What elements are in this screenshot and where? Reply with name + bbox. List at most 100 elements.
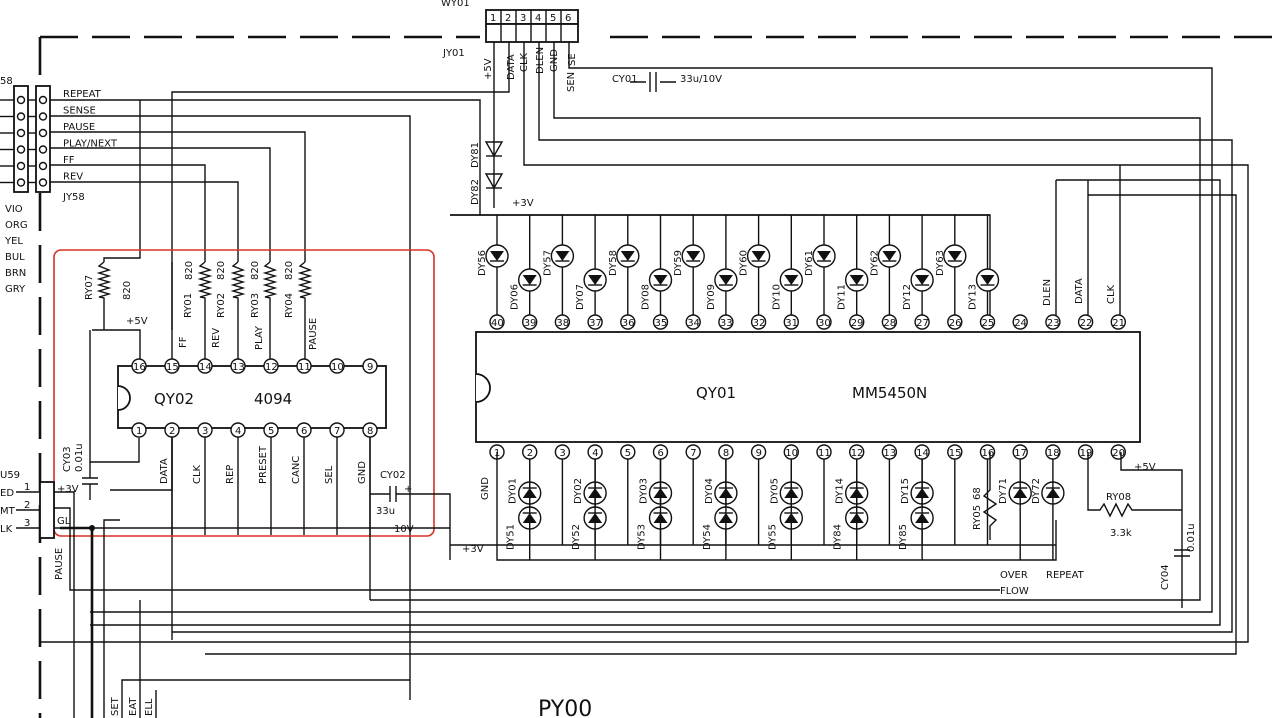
qy02-pin-number: 9 — [367, 362, 373, 373]
jy58-pin[interactable] — [16, 161, 26, 171]
qy02-signal-label: REP — [225, 465, 236, 484]
cy02-plus: + — [404, 484, 412, 495]
qy01-pin-number: 21 — [1112, 318, 1125, 329]
led-diode-icon — [943, 244, 967, 268]
led-diode-icon — [616, 244, 640, 268]
svg-text:GL: GL — [57, 516, 71, 527]
qy01-pin-number: 5 — [625, 448, 631, 459]
qy02-pin-number: 11 — [298, 362, 311, 373]
jy58-pin[interactable] — [38, 145, 48, 154]
svg-text:58: 58 — [0, 76, 13, 87]
qy01-pin-number: 18 — [1047, 448, 1060, 459]
svg-text:RY07: RY07 — [84, 275, 95, 300]
qy01-pin-number: 38 — [556, 318, 569, 329]
qy02-pin-number: 13 — [232, 362, 245, 373]
led-label: DY72 — [1031, 478, 1042, 504]
qy01-part: MM5450N — [852, 384, 927, 402]
qy01-pin[interactable] — [1077, 444, 1094, 460]
highlight-region[interactable] — [53, 249, 435, 537]
header-wires — [40, 42, 1249, 655]
note-over: OVER — [1000, 570, 1028, 581]
svg-text:RY01: RY01 — [183, 293, 194, 318]
jy01-se: SE — [567, 53, 578, 66]
svg-text:+5V: +5V — [126, 316, 148, 327]
qy02-pin-number: 4 — [235, 426, 241, 437]
qy02-pin[interactable] — [131, 358, 147, 374]
svg-text:RY04: RY04 — [284, 293, 295, 318]
qy01-pin[interactable] — [1077, 314, 1094, 330]
qy02-pin-number: 5 — [268, 426, 274, 437]
qy01-pin-number: 24 — [1014, 318, 1027, 329]
qy02-pin[interactable] — [164, 358, 180, 374]
qy01-pin-number: 34 — [687, 318, 700, 329]
wire-color-label: GRY — [5, 284, 26, 295]
qy01-pin[interactable] — [1045, 314, 1061, 330]
svg-text:820: 820 — [184, 261, 195, 280]
qy02-pin-number: 15 — [166, 362, 179, 373]
qy01-pin[interactable] — [1110, 444, 1127, 460]
qy01-pin-number: 27 — [916, 318, 929, 329]
svg-text:68: 68 — [972, 487, 983, 500]
svg-text:U59: U59 — [0, 470, 20, 481]
led-label: DY02 — [573, 478, 584, 504]
qy01-pin-number: 32 — [753, 318, 766, 329]
jy58-pin[interactable] — [38, 112, 48, 121]
led-label: DY12 — [902, 284, 913, 310]
led-diode-icon — [681, 244, 705, 268]
jy58-pin[interactable] — [38, 128, 48, 138]
qy02-pin[interactable] — [296, 358, 312, 374]
led-diode-icon — [812, 244, 836, 268]
led-label: DY52 — [571, 524, 582, 550]
qy02-pin-number: 10 — [331, 362, 344, 373]
jy58-pin[interactable] — [16, 178, 26, 187]
qy01-pin-number: 4 — [592, 448, 598, 459]
qy01-pin-number: 14 — [916, 448, 929, 459]
jy01-5v: +5V — [483, 58, 494, 80]
led-label: DY11 — [837, 284, 848, 310]
svg-text:CY04: CY04 — [1160, 564, 1171, 590]
qy02-pin[interactable] — [263, 358, 279, 374]
qy02-pin[interactable] — [131, 422, 147, 438]
jy58-pin[interactable] — [16, 145, 26, 154]
qy01-pin-number: 8 — [723, 448, 729, 459]
qy01-pin-number: 17 — [1014, 448, 1027, 459]
jy58-pin[interactable] — [16, 112, 26, 121]
jy01-sen: SEN — [566, 72, 577, 92]
jy58-pin[interactable] — [38, 178, 48, 187]
qy01-pin-number: 11 — [818, 448, 831, 459]
qy02-pin-number: 1 — [136, 426, 142, 437]
jy58-pin[interactable] — [38, 95, 48, 105]
ry08: RY08 3.3k — [1087, 452, 1182, 539]
qy02-pin[interactable] — [329, 358, 345, 374]
qy02-pin[interactable] — [230, 358, 246, 374]
jy58-pin[interactable] — [16, 128, 26, 138]
wire-color-label: BUL — [5, 252, 25, 263]
note-repeat: REPEAT — [1046, 570, 1085, 581]
svg-text:PAUSE: PAUSE — [54, 548, 65, 580]
wy01-pin-5: 5 — [550, 13, 556, 24]
svg-text:CY01: CY01 — [612, 74, 638, 85]
wy01-label: WY01 — [441, 0, 470, 9]
jy58-pin[interactable] — [16, 95, 26, 105]
jy58-pin[interactable] — [38, 161, 48, 171]
board-label: PY00 — [538, 697, 592, 718]
qy01-pin-number: 39 — [524, 318, 537, 329]
qy01-pin[interactable] — [1012, 314, 1028, 330]
qy01-pin-number: 7 — [690, 448, 696, 459]
wy01-pin-3: 3 — [520, 13, 526, 24]
qy01-pin-number: 33 — [720, 318, 733, 329]
qy02-pin[interactable] — [197, 358, 213, 374]
qy02-signal-label: DATA — [159, 458, 170, 484]
jy58-signal-label: PAUSE — [63, 122, 95, 133]
qy02-pin[interactable] — [362, 358, 378, 374]
qy01-pin-number: 12 — [851, 448, 864, 459]
jy58-signal-label: REV — [63, 172, 83, 183]
qy02-ref: QY02 — [154, 390, 194, 408]
svg-text:820: 820 — [122, 281, 133, 300]
qy01-pin[interactable] — [1110, 314, 1127, 330]
